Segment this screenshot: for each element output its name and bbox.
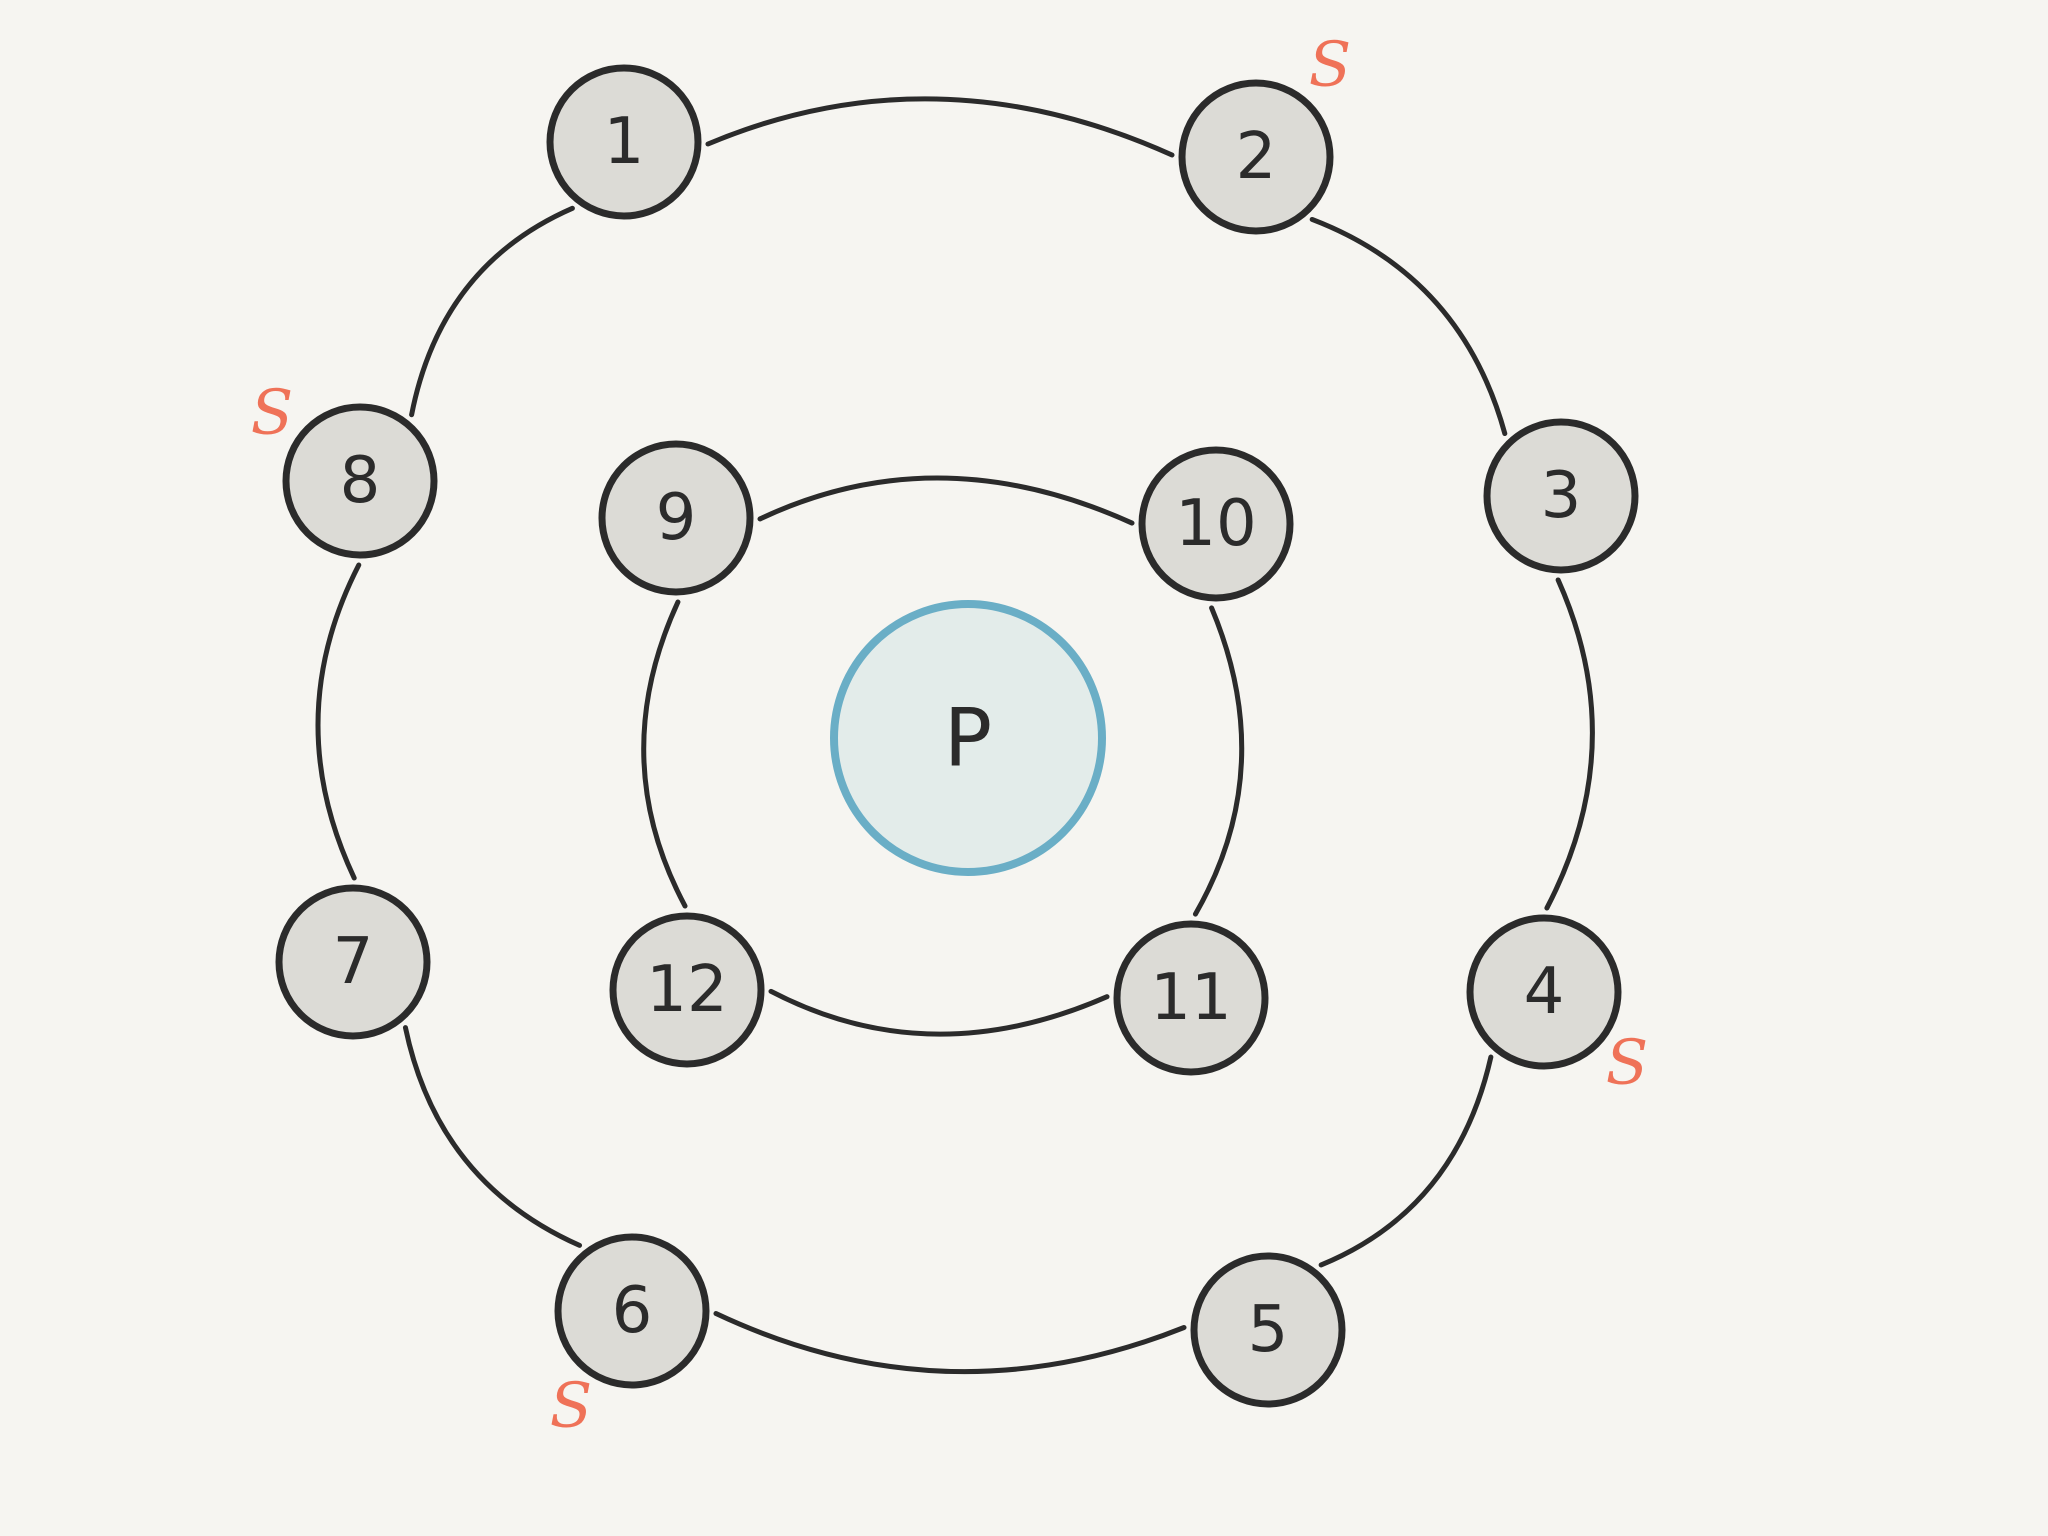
- edge-4-5: [1318, 1054, 1494, 1268]
- node-1-label: 1: [604, 105, 645, 179]
- node-5-circle: [1190, 1252, 1346, 1408]
- node-4-circle: [1466, 914, 1622, 1070]
- node-2-circle: [1178, 79, 1334, 235]
- edge-8-1: [409, 205, 575, 418]
- node-9-circle: [598, 440, 754, 596]
- node-6: 6: [554, 1233, 710, 1389]
- node-1-circle: [546, 64, 702, 220]
- edge-10-11: [1192, 605, 1245, 917]
- node-9-label: 9: [656, 481, 697, 555]
- node-12-label: 12: [646, 953, 727, 1027]
- marker-s-node-4: S: [1606, 1026, 1648, 1099]
- node-6-circle: [554, 1233, 710, 1389]
- node-4-label: 4: [1524, 955, 1565, 1029]
- node-2-label: 2: [1236, 120, 1277, 194]
- markers-layer: S S S S: [251, 28, 1648, 1442]
- node-10-circle: [1138, 446, 1294, 602]
- edges-layer: [315, 96, 1595, 1375]
- node-10: 10: [1138, 446, 1294, 602]
- node-11-label: 11: [1150, 961, 1231, 1035]
- marker-s-node-8: S: [251, 376, 293, 449]
- edge-5-6: [713, 1311, 1187, 1375]
- edge-3-4: [1544, 577, 1595, 911]
- node-12-circle: [609, 912, 765, 1068]
- node-11: 11: [1113, 920, 1269, 1076]
- node-5-label: 5: [1248, 1293, 1289, 1367]
- node-12: 12: [609, 912, 765, 1068]
- node-7-circle: [275, 884, 431, 1040]
- node-10-label: 10: [1175, 487, 1256, 561]
- edge-9-10: [757, 475, 1135, 526]
- node-1: 1: [546, 64, 702, 220]
- edge-7-8: [315, 562, 362, 881]
- node-5: 5: [1190, 1252, 1346, 1408]
- marker-s-node-2: S: [1309, 28, 1351, 101]
- node-2: 2: [1178, 79, 1334, 235]
- node-3: 3: [1483, 418, 1639, 574]
- edge-6-7: [402, 1025, 583, 1248]
- node-4: 4: [1466, 914, 1622, 1070]
- edge-2-3: [1309, 216, 1508, 437]
- node-8-circle: [282, 403, 438, 559]
- node-7-label: 7: [333, 925, 374, 999]
- node-8-label: 8: [340, 444, 381, 518]
- node-7: 7: [275, 884, 431, 1040]
- edge-12-9: [641, 599, 688, 909]
- node-8: 8: [282, 403, 438, 559]
- node-center-label: P: [944, 692, 992, 785]
- node-3-label: 3: [1541, 459, 1582, 533]
- edge-11-12: [768, 988, 1110, 1037]
- node-3-circle: [1483, 418, 1639, 574]
- marker-s-node-6: S: [550, 1369, 592, 1442]
- node-6-label: 6: [612, 1274, 653, 1348]
- node-9: 9: [598, 440, 754, 596]
- node-center-circle: [830, 600, 1106, 876]
- edge-1-2: [705, 96, 1175, 158]
- node-11-circle: [1113, 920, 1269, 1076]
- node-center-p: P: [830, 600, 1106, 876]
